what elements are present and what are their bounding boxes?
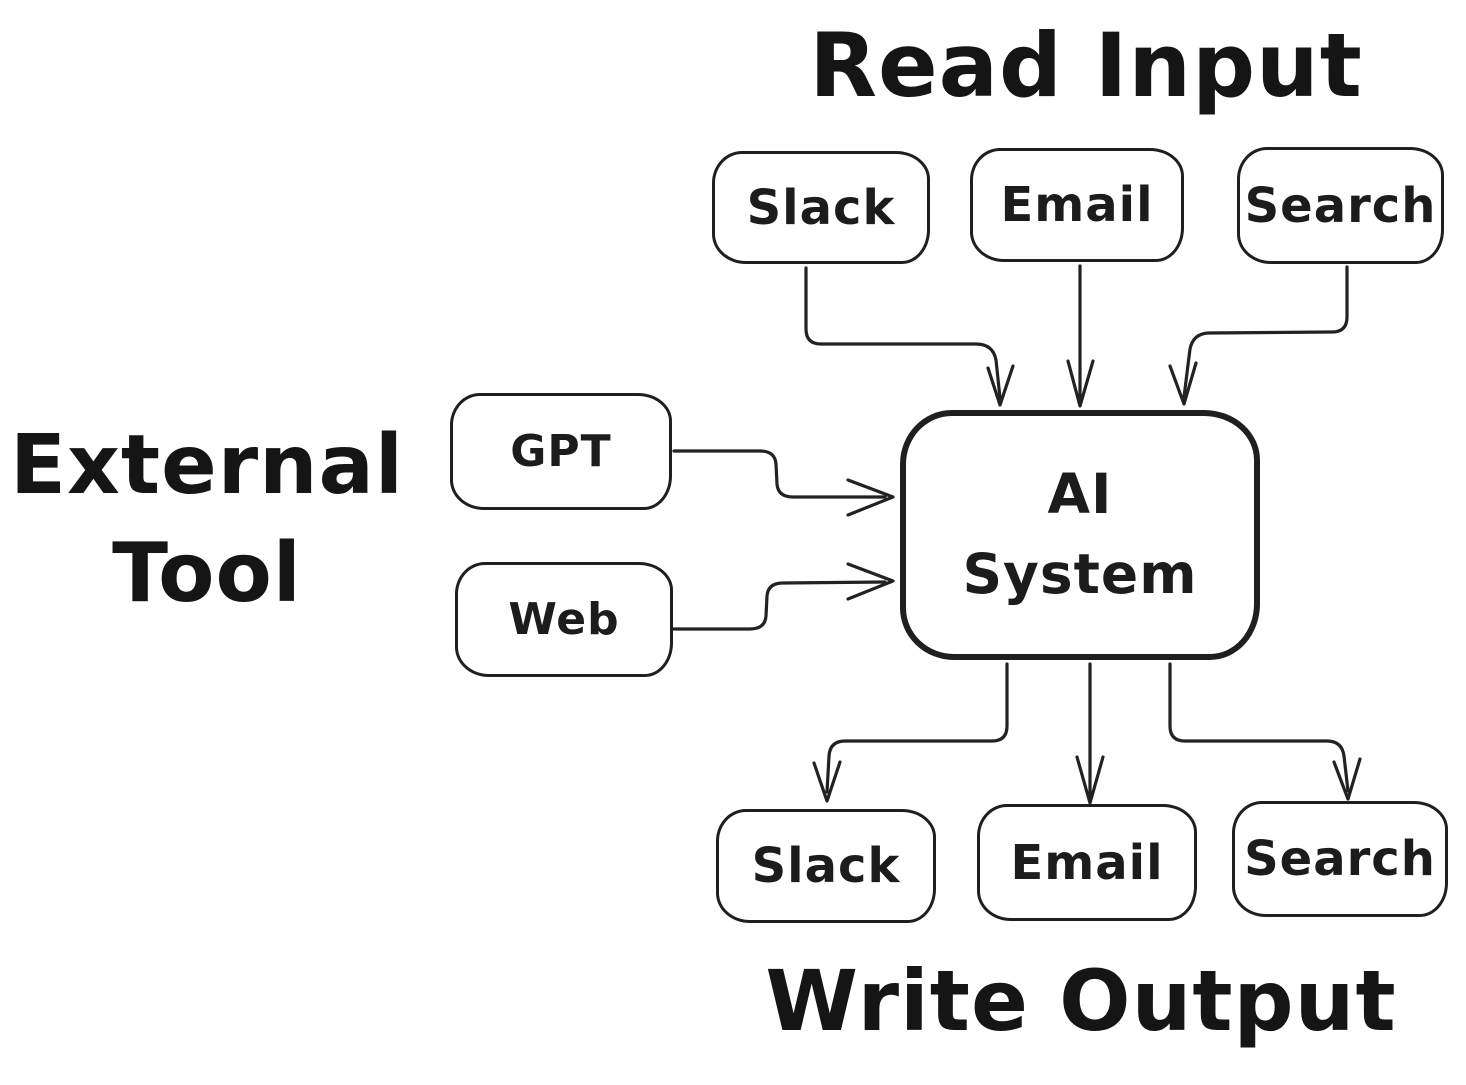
arrow-gpt-to-ai	[672, 449, 895, 517]
arrow-input-slack-to-ai	[804, 266, 1015, 407]
node-input-slack-label: Slack	[746, 179, 896, 236]
arrow-ai-to-output-slack	[812, 662, 1009, 803]
arrow-input-search-to-ai	[1168, 265, 1349, 406]
node-external-web: Web	[455, 562, 673, 677]
title-external-tool: External Tool	[10, 412, 404, 628]
node-output-email-label: Email	[1010, 834, 1164, 891]
title-external-tool-line1: External	[10, 418, 404, 513]
node-ai-system: AI System	[900, 410, 1260, 660]
node-ai-system-label-line1: AI	[1047, 462, 1113, 527]
node-output-email: Email	[977, 804, 1197, 921]
node-ai-system-label-line2: System	[962, 542, 1198, 606]
title-external-tool-line2: Tool	[112, 526, 302, 622]
node-external-gpt-label: GPT	[510, 426, 612, 477]
arrow-input-email-to-ai	[1066, 264, 1095, 408]
arrow-ai-to-output-search	[1168, 662, 1362, 801]
title-write-output: Write Output	[765, 952, 1397, 1050]
node-input-slack: Slack	[712, 151, 930, 264]
arrow-web-to-ai	[672, 562, 895, 631]
node-output-slack-label: Slack	[751, 838, 901, 894]
node-input-search-label: Search	[1244, 177, 1437, 234]
node-external-gpt: GPT	[450, 393, 672, 510]
arrow-ai-to-output-email	[1075, 662, 1105, 805]
node-input-search: Search	[1237, 147, 1444, 264]
node-external-web-label: Web	[508, 594, 620, 645]
node-input-email: Email	[970, 148, 1184, 262]
node-output-search: Search	[1232, 801, 1448, 917]
node-output-slack: Slack	[716, 809, 936, 923]
node-output-search-label: Search	[1244, 831, 1436, 887]
title-read-input: Read Input	[809, 14, 1363, 117]
node-input-email-label: Email	[1000, 177, 1154, 233]
